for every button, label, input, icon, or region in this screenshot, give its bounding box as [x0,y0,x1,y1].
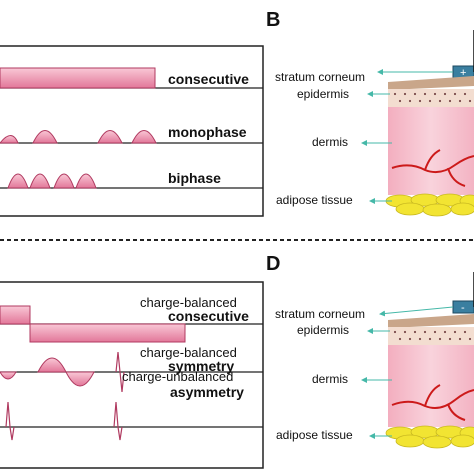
blood-vessel [391,149,474,187]
waveform-box-top [0,45,264,217]
waveform-label-biphase: biphase [168,170,221,186]
consecutive-positive-pulse [0,305,31,325]
skin-label-dermis: dermis [312,135,348,149]
waveform-label-monophase: monophase [168,124,247,140]
electrode-symbol: + [460,67,466,79]
skin-label-stratum-corneum: stratum corneum [275,307,365,321]
asymmetry-spike [113,401,123,441]
biphase-pulse [7,173,29,189]
label-arrow [379,306,454,317]
panel-letter-top: B [266,9,280,31]
biphase-pulse [75,173,97,189]
waveform-qualifier-consecutive: charge-balanced [140,295,237,310]
symmetry-positive-lobe [37,357,67,373]
epidermis-layer [388,89,474,107]
symmetry-negative-lobe [65,371,95,387]
waveform-label-consecutive: consecutive [168,308,249,324]
epidermis-dots [393,92,472,103]
skin-label-epidermis: epidermis [297,323,349,337]
symmetry-spike [115,351,125,393]
skin-label-dermis: dermis [312,372,348,386]
skin-label-adipose-tissue: adipose tissue [276,428,353,442]
asymmetry-spike [5,401,15,441]
dermis-layer [388,345,474,427]
skin-label-stratum-corneum: stratum corneum [275,70,365,84]
waveform-label-asymmetry: asymmetry [170,384,244,400]
monophase-pulse [97,130,123,144]
waveform-qualifier-asymmetry-visible: charge-unbalanced [122,369,233,384]
monophase-pulse [131,130,157,144]
waveform-label-symmetry: symmetry [168,358,234,374]
waveform-qualifier-symmetry: charge-balanced [140,345,237,360]
monophase-pulse [0,135,19,144]
consecutive-pulse [0,67,156,89]
skin-diagram-bottom: - stratum corneum epidermis dermis adipo… [275,272,474,449]
biphase-pulse [29,173,51,189]
panel-letter-bottom: D [266,253,280,275]
stratum-corneum-layer [388,76,474,90]
waveform-label-consecutive: consecutive [168,71,249,87]
skin-diagram-top: + stratum corneum epidermis dermis [275,30,474,217]
adipose-layer [385,193,474,217]
epidermis-layer [388,327,474,345]
adipose-layer [385,425,474,449]
panel-bottom: charge-balanced consecutive charge-balan… [0,253,474,469]
monophase-pulse [32,130,58,144]
skin-label-adipose-tissue: adipose tissue [276,193,353,207]
symmetry-negative-lobe [0,371,17,380]
electrode-symbol: - [461,302,465,314]
stratum-corneum-layer [388,314,474,328]
consecutive-negative-pulse [29,323,186,343]
waveform-box-bottom [0,281,264,469]
skin-label-epidermis: epidermis [297,87,349,101]
dermis-layer [388,107,474,195]
epidermis-dots [393,330,472,341]
panel-top: consecutive monophase biphase B + [0,9,474,217]
blood-vessel [391,384,474,421]
biphase-pulse [53,173,75,189]
